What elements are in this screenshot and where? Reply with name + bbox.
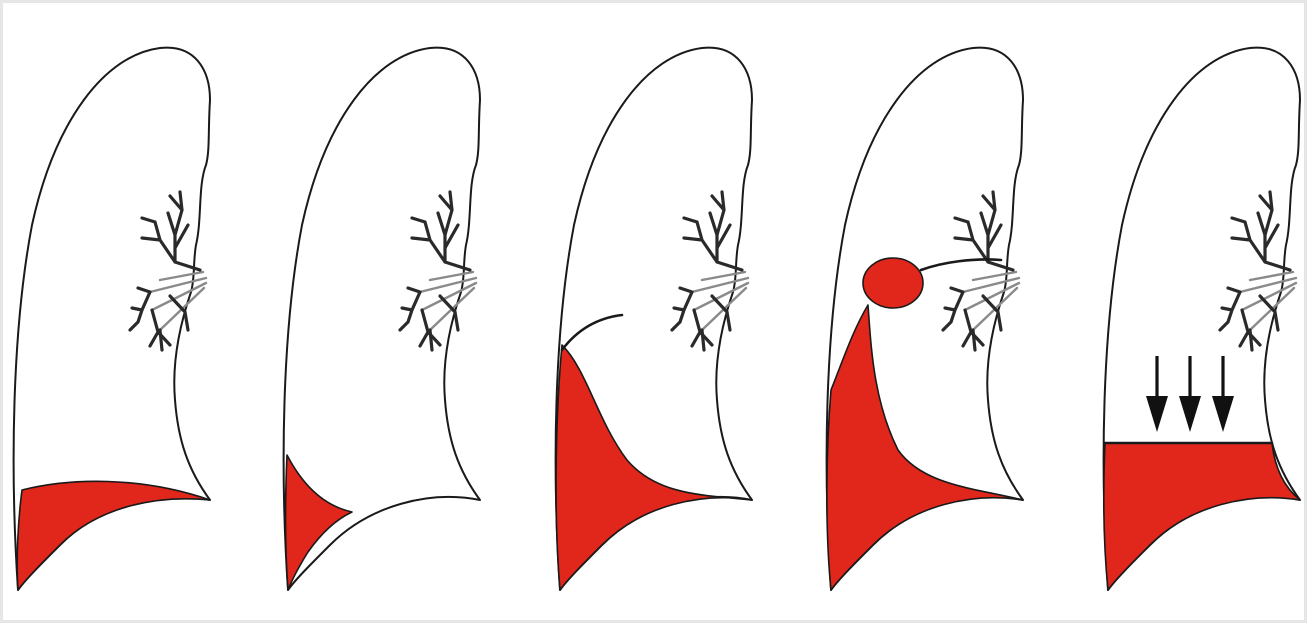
fissure-line — [562, 315, 622, 350]
downward-arrow-icon — [1146, 356, 1168, 432]
lung-panel-5 — [1104, 48, 1300, 590]
lung-panel-2 — [284, 48, 480, 590]
effusion-fluid — [286, 455, 352, 590]
lung-panel-4 — [827, 48, 1023, 590]
lung-panel-1 — [14, 48, 210, 590]
effusion-fluid — [827, 305, 1023, 590]
downward-arrow-icon — [1212, 356, 1234, 432]
effusion-fluid — [556, 345, 752, 590]
effusion-fluid — [1104, 443, 1300, 590]
loculated-fissural-fluid — [863, 258, 923, 308]
downward-arrow-icon — [1179, 356, 1201, 432]
effusion-fluid — [17, 481, 210, 590]
lung-panel-3 — [556, 48, 752, 590]
